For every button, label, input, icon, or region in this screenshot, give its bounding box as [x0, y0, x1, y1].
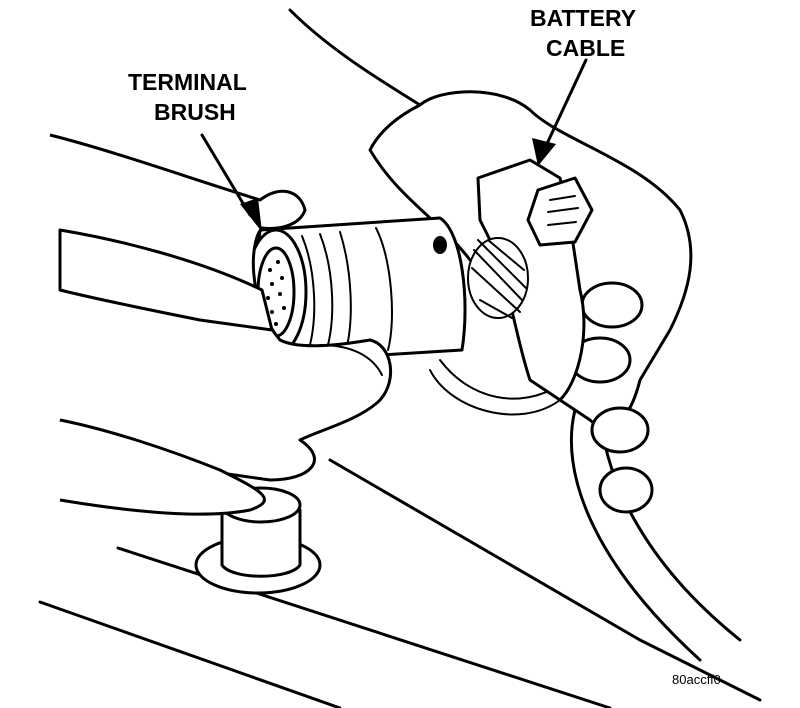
- left-hand: [49, 133, 393, 516]
- battery-cable-arrow: [532, 58, 588, 166]
- battery-cable-label-line2: CABLE: [546, 35, 625, 61]
- figure-code: 80accff0: [672, 672, 721, 687]
- wire-brush-bristles: [467, 237, 529, 319]
- battery-cable-label-line1: BATTERY: [530, 5, 636, 31]
- terminal-brush-arrow: [200, 133, 262, 232]
- cable-clamp: [476, 158, 594, 402]
- terminal-brush-label-line2: BRUSH: [154, 99, 236, 125]
- brush-bristle-pattern: [266, 260, 286, 326]
- terminal-brush-label-line1: TERMINAL: [128, 69, 247, 95]
